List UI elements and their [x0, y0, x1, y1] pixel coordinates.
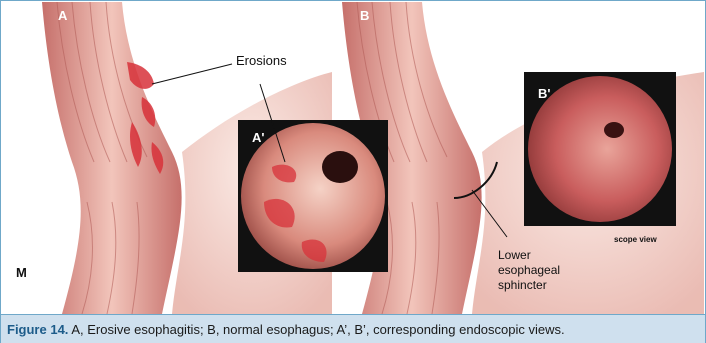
erosions-label: Erosions	[236, 53, 287, 68]
sphincter-label-line2: esophageal	[498, 263, 560, 277]
caption-figure-label: Figure 14.	[7, 322, 68, 337]
erosions-pointer-line-2	[152, 64, 232, 84]
scope-view-label: scope view	[614, 235, 657, 244]
panel-b-label: B	[360, 8, 369, 23]
inset-a-label: A'	[252, 130, 264, 145]
sphincter-label-line1: Lower	[498, 248, 531, 262]
panel-a-label: A	[58, 8, 68, 23]
esophagus-illustration: A B A' B' Erosions Lower esophageal sphi…	[2, 2, 704, 314]
caption-body: A, Erosive esophagitis; B, normal esopha…	[68, 322, 564, 337]
caption-text: Figure 14. A, Erosive esophagitis; B, no…	[7, 322, 565, 337]
inset-b-label: B'	[538, 86, 550, 101]
illustrator-signature: M	[16, 265, 27, 280]
figure-caption: Figure 14. A, Erosive esophagitis; B, no…	[1, 314, 705, 343]
sphincter-label-line3: sphincter	[498, 278, 547, 292]
figure-illustration: A B A' B' Erosions Lower esophageal sphi…	[2, 2, 704, 314]
